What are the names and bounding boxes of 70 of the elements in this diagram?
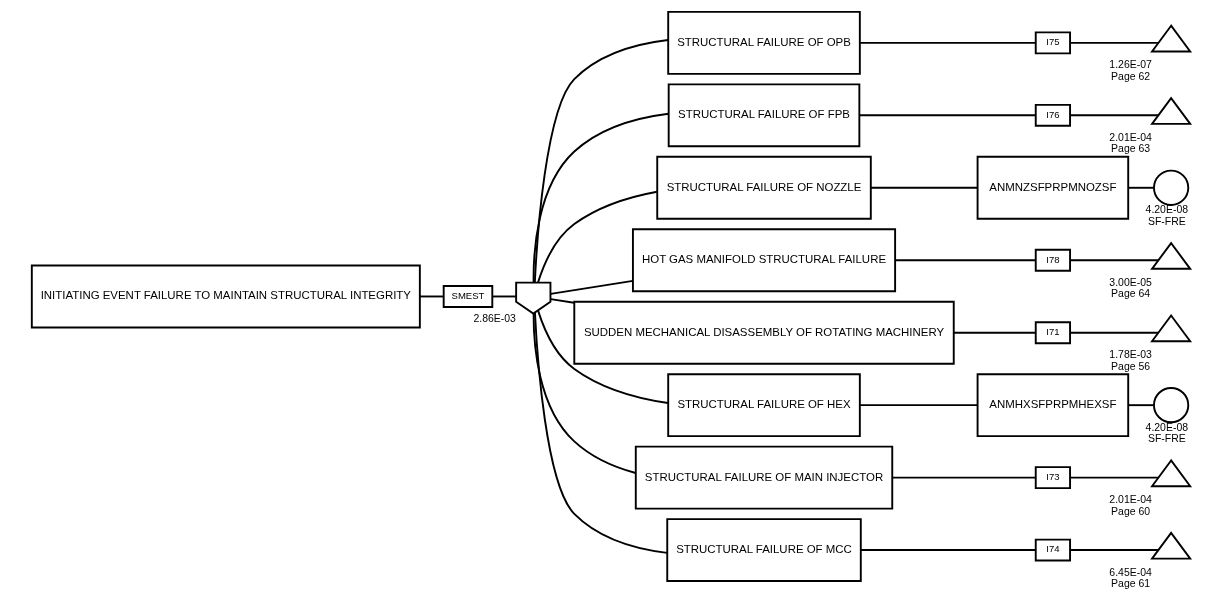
node-box: HOT GAS MANIFOLD STRUCTURAL FAILURE	[631, 228, 896, 293]
node-label: 4.20E-08	[1145, 421, 1188, 433]
connector	[1068, 41, 1159, 44]
node-box: STRUCTURAL FAILURE OF MCC	[665, 518, 862, 582]
node-triangle	[1149, 458, 1192, 488]
connector	[491, 295, 517, 298]
connector	[1068, 476, 1159, 479]
node-box: INITIATING EVENT FAILURE TO MAINTAIN STRUCTURAL INTEGRITY	[30, 264, 421, 329]
connector	[549, 298, 575, 304]
node-label: 4.20E-08	[1145, 204, 1188, 216]
node-box: STRUCTURAL FAILURE OF OPB	[666, 10, 861, 75]
node-triangle	[1149, 96, 1192, 125]
connector	[533, 39, 669, 284]
connector	[1068, 331, 1159, 334]
node-label: 2.01E-04	[1108, 494, 1152, 506]
node-box: SMEST	[442, 285, 493, 308]
node-label: Page 60	[1110, 505, 1150, 517]
node-box: STRUCTURAL FAILURE OF HEX	[666, 373, 861, 438]
connector	[536, 309, 669, 404]
connector	[532, 112, 669, 284]
node-label: 1.26E-07	[1108, 59, 1152, 71]
node-circle	[1152, 169, 1189, 206]
node-label: 1.78E-03	[1108, 349, 1152, 361]
node-box: ANMNZSFPRPMNOZSF	[976, 155, 1129, 220]
node-triangle	[1149, 24, 1192, 53]
connector	[549, 279, 634, 295]
connector	[536, 190, 658, 284]
node-box: I71	[1034, 321, 1071, 345]
node-label: Page 63	[1110, 143, 1150, 155]
node-label: Page 56	[1110, 360, 1150, 372]
connector	[859, 549, 1037, 552]
node-label: 6.45E-04	[1108, 566, 1152, 578]
node-triangle	[1149, 241, 1192, 270]
node-circle	[1152, 387, 1189, 424]
connector	[858, 41, 1036, 44]
node-box: SUDDEN MECHANICAL DISASSEMBLY OF ROTATING MACHINERY	[572, 300, 955, 365]
node-box: I76	[1034, 103, 1071, 127]
connector	[894, 259, 1037, 262]
node-box: I73	[1034, 466, 1071, 490]
connector	[952, 331, 1036, 334]
node-label: SF-FRE	[1147, 433, 1186, 445]
node-box: I75	[1034, 31, 1071, 55]
node-label: 2.86E-03	[472, 313, 516, 325]
node-box: ANMHXSFPRPMHEXSF	[976, 373, 1129, 438]
node-gate	[514, 281, 551, 315]
node-triangle	[1149, 531, 1192, 560]
node-box: I78	[1034, 248, 1071, 272]
node-label: Page 61	[1110, 578, 1150, 590]
connector	[858, 114, 1036, 117]
node-box: STRUCTURAL FAILURE OF MAIN INJECTOR	[634, 445, 893, 510]
connector	[1068, 259, 1159, 262]
connector	[891, 476, 1037, 479]
connector	[1068, 114, 1159, 117]
connector	[1127, 404, 1155, 407]
node-label: Page 62	[1110, 70, 1150, 82]
node-box: STRUCTURAL FAILURE OF NOZZLE	[655, 155, 872, 220]
connector	[533, 311, 668, 554]
connector	[858, 404, 978, 407]
node-label: SF-FRE	[1147, 215, 1186, 227]
node-label: 2.01E-04	[1108, 131, 1152, 143]
node-label: 3.00E-05	[1108, 276, 1152, 288]
connector	[1127, 186, 1155, 189]
node-box: STRUCTURAL FAILURE OF FPB	[667, 83, 860, 148]
connector	[1068, 549, 1159, 552]
node-triangle	[1149, 313, 1192, 343]
node-box: I74	[1034, 538, 1071, 562]
connector	[532, 312, 637, 474]
connector	[418, 295, 445, 298]
node-label: Page 64	[1110, 288, 1150, 300]
connector	[869, 186, 978, 189]
